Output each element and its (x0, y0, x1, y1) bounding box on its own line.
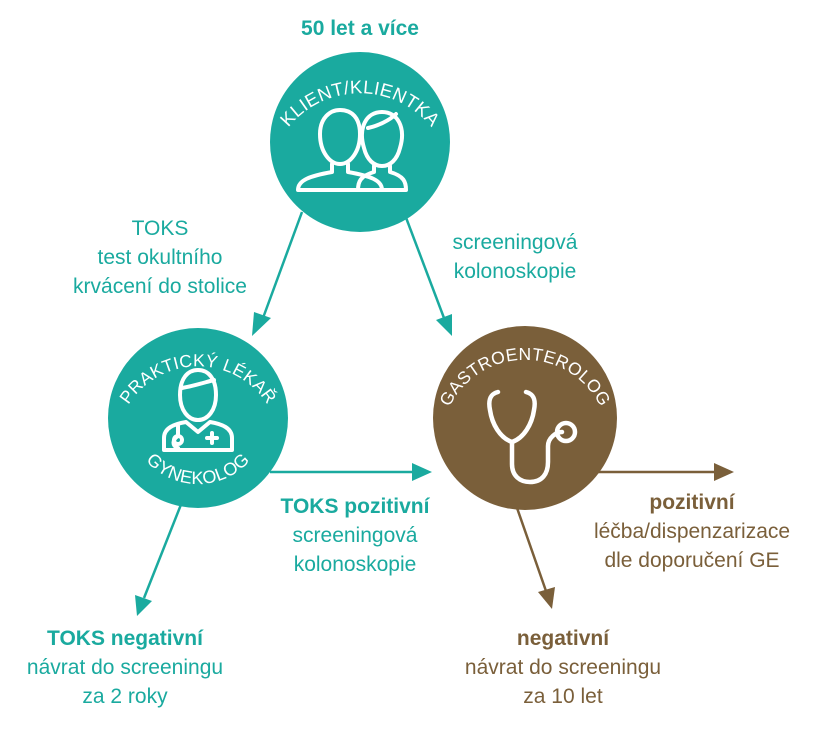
doctor-icon (162, 368, 234, 452)
arrow-gp-to-ge (270, 463, 432, 481)
label-line: test okultního (97, 246, 223, 269)
node-ge: GASTROENTEROLOG (433, 326, 617, 510)
label-line: za 2 roky (82, 685, 168, 708)
label-line: za 10 let (523, 685, 603, 708)
label-line: kolonoskopie (453, 260, 577, 283)
arrow-gp-negative (135, 501, 184, 616)
arrow-client-to-gp (252, 211, 304, 336)
age-label: 50 let a více (301, 17, 419, 40)
label-title: negativní (516, 627, 610, 650)
label-line: dle doporučení GE (604, 549, 780, 572)
label-line: léčba/dispenzarizace (593, 520, 791, 543)
label-client-to-gp: TOKS test okultního krvácení do stolice (40, 214, 280, 301)
node-client: KLIENT/KLIENTKA (270, 52, 450, 232)
label-line: návrat do screeningu (26, 656, 224, 679)
label-line: krvácení do stolice (73, 275, 247, 298)
arrow-ge-positive (598, 463, 734, 481)
label-ge-positive: pozitivní léčba/dispenzarizace dle dopor… (584, 488, 800, 575)
label-line: návrat do screeningu (464, 656, 662, 679)
label-client-to-ge: screeningová kolonoskopie (425, 228, 605, 286)
node-gp: PRAKTICKÝ LÉKAŘ GYNEKOLOG (108, 328, 288, 508)
label-gp-negative: TOKS negativní návrat do screeningu za 2… (10, 624, 240, 711)
label-line: screeningová (292, 524, 418, 547)
label-ge-negative: negativní návrat do screeningu za 10 let (448, 624, 678, 711)
label-line: kolonoskopie (293, 553, 417, 576)
arrow-ge-negative (514, 504, 555, 609)
two-people-icon (296, 108, 408, 192)
label-line: TOKS (131, 217, 189, 240)
stethoscope-icon (487, 389, 578, 485)
label-title: TOKS pozitivní (280, 495, 430, 518)
label-title: TOKS negativní (47, 627, 203, 650)
arrow-client-to-ge (400, 206, 452, 336)
label-gp-to-ge: TOKS pozitivní screeningová kolonoskopie (270, 492, 440, 579)
label-line: screeningová (452, 231, 578, 254)
label-title: pozitivní (649, 491, 735, 514)
